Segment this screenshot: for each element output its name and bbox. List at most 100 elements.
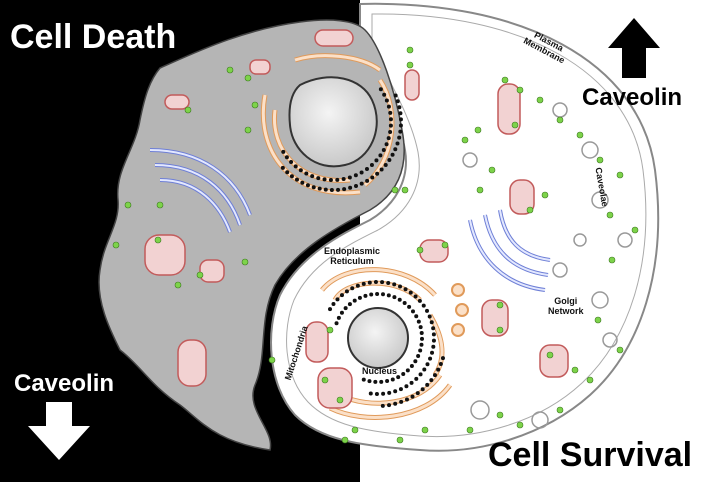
- ribosome-dot: [336, 315, 341, 320]
- ribosome-dot: [384, 98, 389, 103]
- ribosome-dot: [359, 170, 364, 175]
- caveolin-dot: [441, 241, 449, 249]
- ribosome-dot: [421, 303, 426, 308]
- caveolin-dot: [461, 136, 469, 144]
- caveolin-dot: [496, 326, 504, 334]
- ribosome-dot: [413, 294, 418, 299]
- ribosome-dot: [425, 362, 430, 367]
- caveolin-dot: [326, 326, 334, 334]
- ribosome-dot: [404, 384, 409, 389]
- ribosome-dot: [369, 292, 374, 297]
- ribosome-dot: [370, 175, 375, 180]
- ribosome-dot: [339, 310, 344, 315]
- ribosome-dot: [427, 314, 432, 319]
- ribosome-dot: [432, 373, 437, 378]
- caveolin-dot: [421, 426, 429, 434]
- ribosome-dot: [355, 283, 360, 288]
- ribosome-dot: [404, 397, 409, 402]
- ribosome-dot: [418, 325, 423, 330]
- ribosome-dot: [374, 391, 379, 396]
- caveolin-up-label: Caveolin: [582, 84, 683, 111]
- ribosome-dot: [418, 348, 423, 353]
- ribosome-dot: [419, 330, 424, 335]
- caveolin-dot: [536, 96, 544, 104]
- ribosome-dot: [415, 391, 420, 396]
- ribosome-dot: [405, 368, 410, 373]
- ribosome-dot: [393, 401, 398, 406]
- caveolin-dots: [112, 46, 639, 444]
- ribosome-dot: [387, 390, 392, 395]
- caveolin-dot: [516, 86, 524, 94]
- ribosome-dot: [440, 356, 445, 361]
- ribosome-dot: [438, 361, 443, 366]
- ribosome-dot: [430, 350, 435, 355]
- surviving-nucleus: [347, 307, 409, 369]
- caveolin-dot: [608, 256, 616, 264]
- ribosome-dot: [353, 173, 358, 178]
- er-vesicles: [451, 283, 469, 337]
- ribosome-dot: [328, 177, 333, 182]
- ribosome-dot: [310, 174, 315, 179]
- ribosome-dot: [305, 183, 310, 188]
- ribosome-dot: [431, 332, 436, 337]
- caveolin-dot: [496, 411, 504, 419]
- ribosome-dot: [414, 376, 419, 381]
- ribosome-dot: [420, 387, 425, 392]
- down-arrow: [28, 402, 90, 460]
- caveolin-dot: [616, 171, 624, 179]
- caveolin-dot: [488, 166, 496, 174]
- ribosome-dot: [331, 302, 336, 307]
- caveolin-dot: [336, 396, 344, 404]
- caveolin-dot: [511, 121, 519, 129]
- ribosome-dot: [390, 377, 395, 382]
- ribosome-dot: [431, 338, 436, 343]
- ribosome-dot: [407, 304, 412, 309]
- ribosome-dot: [398, 111, 403, 116]
- ribosome-dot: [409, 364, 414, 369]
- ribosome-dot: [392, 295, 397, 300]
- caveolin-dot: [174, 281, 182, 289]
- caveolin-dot: [154, 236, 162, 244]
- ribosome-dot: [317, 186, 322, 191]
- ribosome-dot: [428, 356, 433, 361]
- ribosome-dot: [378, 153, 383, 158]
- caveolin-dot: [241, 258, 249, 266]
- ribosome-dot: [401, 372, 406, 377]
- ribosome-dot: [323, 187, 328, 192]
- ribosome-dot: [386, 136, 391, 141]
- ribosome-dot: [364, 167, 369, 172]
- ribosome-dot: [383, 162, 388, 167]
- ribosome-dot: [335, 297, 340, 302]
- caveolin-dot: [406, 46, 414, 54]
- ribosome-dot: [418, 372, 423, 377]
- caveolin-dot: [596, 156, 604, 164]
- ribosome-dot: [378, 87, 383, 92]
- ribosome-dot: [386, 293, 391, 298]
- ribosome-dot: [334, 321, 339, 326]
- ribosome-dot: [367, 280, 372, 285]
- ribosome-dot: [373, 280, 378, 285]
- caveolin-dot: [594, 316, 602, 324]
- ribosome-dot: [403, 287, 408, 292]
- caveolin-dot: [196, 271, 204, 279]
- ribosome-dot: [425, 308, 430, 313]
- caveolin-dot: [466, 426, 474, 434]
- ribosome-dot: [431, 344, 436, 349]
- ribosome-dot: [387, 158, 392, 163]
- caveolin-dot: [244, 74, 252, 82]
- caveolin-dot: [546, 351, 554, 359]
- ribosome-dot: [339, 293, 344, 298]
- ribosome-dot: [344, 289, 349, 294]
- ribosome-dot: [419, 336, 424, 341]
- ribosome-dot: [363, 293, 368, 298]
- ribosome-dot: [280, 165, 285, 170]
- ribosome-dot: [416, 319, 421, 324]
- caveolin-dot: [112, 241, 120, 249]
- ribosome-dot: [343, 306, 348, 311]
- caveolin-dot: [631, 226, 639, 234]
- caveolin-down-label: Caveolin: [14, 370, 115, 397]
- ribosome-dot: [311, 185, 316, 190]
- caveolin-dot: [416, 246, 424, 254]
- ribosome-dot: [386, 104, 391, 109]
- ribosome-dot: [390, 152, 395, 157]
